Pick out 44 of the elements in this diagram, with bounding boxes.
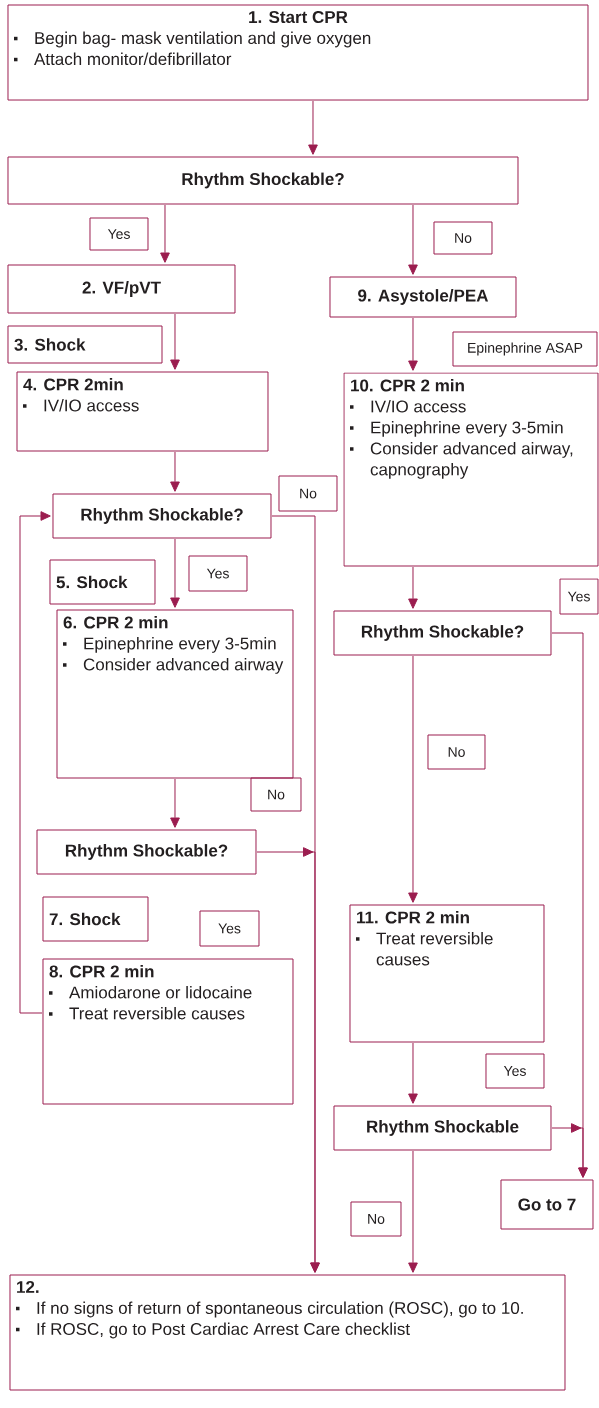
step-box: 1. Start CPR Begin bag- mask ventilation and give oxygen Attach monitor/defibrillator [7, 4, 589, 101]
branch-label-box: No [278, 475, 338, 512]
arrow [408, 1042, 418, 1104]
arrow [170, 451, 180, 492]
arrow [170, 778, 180, 828]
decision-box: Rhythm Shockable? [36, 829, 257, 875]
arrow [408, 566, 418, 609]
arrow [551, 1123, 588, 1178]
arrow [408, 655, 418, 903]
arrow [408, 317, 418, 371]
branch-label-box: No [250, 777, 302, 812]
arrow [19, 511, 51, 1014]
step-box: 4. CPR 2min IV/IO access [16, 371, 269, 452]
branch-label-box: No [433, 221, 493, 255]
step-box: 10. CPR 2 min IV/IO access Epinephrine every 3-5min Consider advanced airway, capnography [343, 372, 599, 567]
step-box: 2. VF/pVT [7, 264, 236, 314]
step-box: 8. CPR 2 min Amiodarone or lidocaine Treat reversible causes [42, 958, 294, 1105]
arrow [408, 204, 418, 275]
branch-label-box: Yes [559, 578, 599, 615]
step-box: 7. Shock [42, 896, 149, 942]
branch-label-box: Yes [485, 1053, 545, 1089]
arrow [170, 538, 180, 608]
branch-label-box: Yes [89, 217, 149, 251]
branch-label-box: No [350, 1201, 402, 1237]
step-box: 9. Asystole/PEA [329, 276, 517, 318]
arrow [170, 313, 180, 370]
decision-box: Rhythm Shockable? [52, 493, 272, 539]
decision-box: Rhythm Shockable? [7, 156, 519, 205]
step-box: 5. Shock [49, 559, 156, 605]
step-box: Go to 7 [500, 1179, 594, 1230]
decision-box: Rhythm Shockable? [333, 610, 552, 656]
decision-box: Rhythm Shockable [333, 1105, 552, 1151]
arrow [308, 100, 318, 155]
branch-label-box: Yes [188, 555, 248, 592]
step-box: 3. Shock [7, 325, 163, 364]
step-box: 6. CPR 2 min Epinephrine every 3-5min Consider advanced airway [56, 609, 294, 779]
arrow [160, 204, 170, 263]
branch-label-box: No [427, 734, 486, 770]
note-box: Epinephrine ASAP [452, 331, 598, 367]
arrow [256, 847, 320, 1273]
step-box: 12. If no signs of return of spontaneous circulation (ROSC), go to 10. If ROSC, go to Post Cardiac Arrest Care checklist [9, 1274, 566, 1391]
arrow [408, 1150, 418, 1273]
step-box: 11. CPR 2 min Treat reversible causes [349, 904, 545, 1043]
branch-label-box: Yes [199, 910, 260, 947]
